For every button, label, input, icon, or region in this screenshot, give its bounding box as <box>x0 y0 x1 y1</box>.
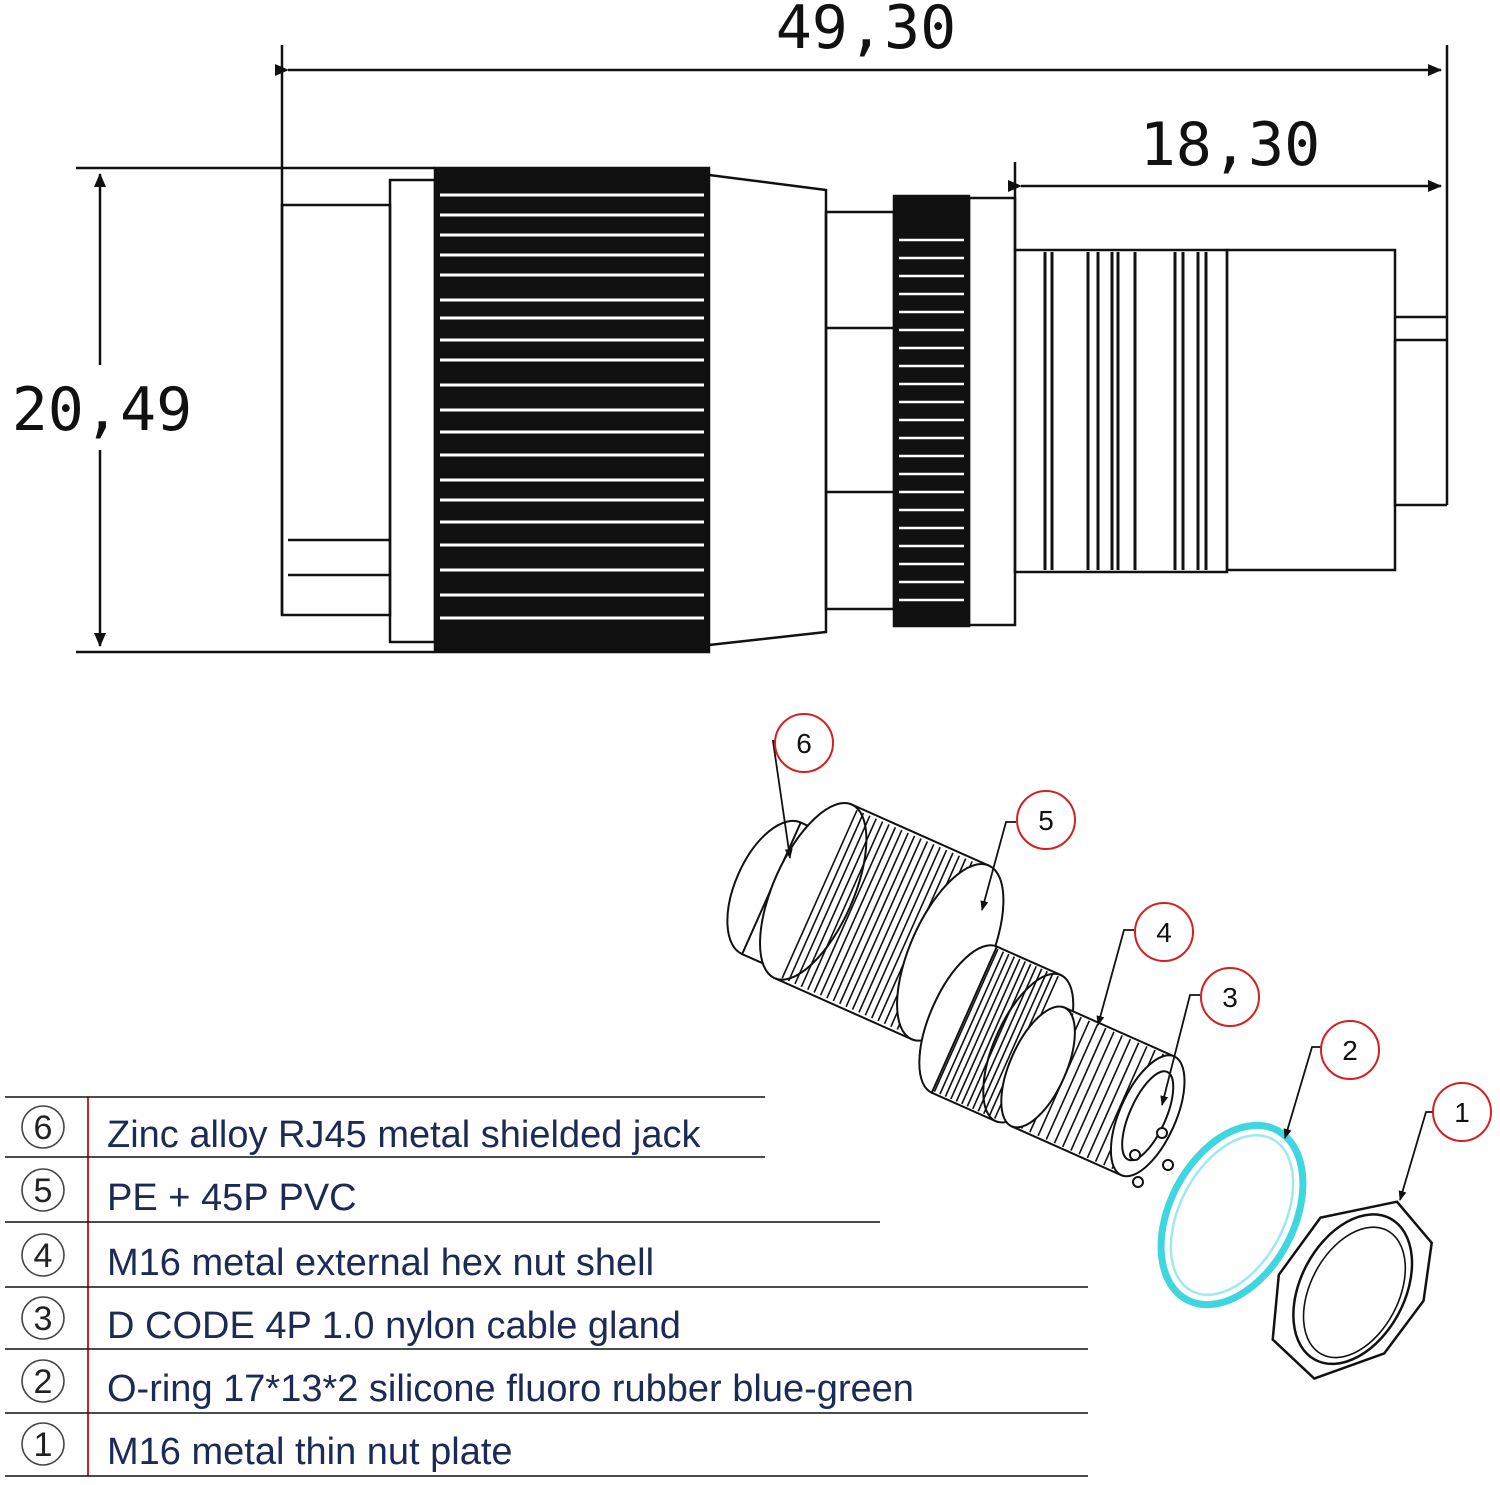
threaded-section <box>1013 248 1229 574</box>
legend-row: 3 D CODE 4P 1.0 nylon cable gland <box>21 1296 681 1347</box>
o-ring <box>1157 1121 1307 1309</box>
callout-2: 2 <box>1320 1020 1380 1080</box>
callout-5: 5 <box>1016 790 1076 850</box>
exploded-view <box>726 802 1434 1381</box>
legend-row: 6 Zinc alloy RJ45 metal shielded jack <box>21 1105 701 1156</box>
side-view <box>76 45 1449 654</box>
legend-number: 2 <box>34 1363 53 1401</box>
legend-number: 5 <box>34 1172 53 1210</box>
tapered-body <box>708 173 828 647</box>
legend-number-circle <box>21 1422 65 1466</box>
pin <box>1129 1149 1141 1161</box>
pin <box>1162 1159 1174 1171</box>
legend-description: D CODE 4P 1.0 nylon cable gland <box>107 1305 681 1347</box>
hex-nut <box>892 194 971 628</box>
dim-height: 20,49 <box>12 375 193 445</box>
callout-label: 2 <box>1342 1035 1358 1066</box>
legend-number-circle <box>21 1168 65 1212</box>
legend-description: PE + 45P PVC <box>107 1177 357 1219</box>
legend-number-circle <box>21 1296 65 1340</box>
legend-number-circle <box>21 1105 65 1149</box>
callout-1: 1 <box>1432 1082 1492 1142</box>
pin <box>1156 1127 1168 1139</box>
callout-label: 4 <box>1156 917 1172 948</box>
legend-row: 5 PE + 45P PVC <box>21 1168 357 1219</box>
legend-description: Zinc alloy RJ45 metal shielded jack <box>107 1114 701 1156</box>
plug-face <box>280 203 392 617</box>
legend-number: 3 <box>34 1300 53 1338</box>
legend-description: M16 metal external hex nut shell <box>107 1242 654 1284</box>
callout-4: 4 <box>1134 902 1194 962</box>
legend-description: M16 metal thin nut plate <box>107 1431 513 1473</box>
legend-number-circle <box>21 1359 65 1403</box>
parts-legend: 6 Zinc alloy RJ45 metal shielded jack 5 PE … <box>5 1096 1088 1477</box>
callout-3: 3 <box>1200 967 1260 1027</box>
legend-number-circle <box>21 1233 65 1277</box>
legend-number: 6 <box>34 1109 53 1147</box>
neck <box>824 210 896 611</box>
flange-plate <box>967 196 1017 627</box>
plug-flange <box>388 178 437 644</box>
callout-label: 6 <box>796 728 812 759</box>
dim-thread-length: 18,30 <box>1140 110 1321 180</box>
legend-row: 4 M16 metal external hex nut shell <box>21 1233 654 1284</box>
callout-label: 3 <box>1222 982 1238 1013</box>
legend-description: O-ring 17*13*2 silicone fluoro rubber bl… <box>107 1368 914 1410</box>
cable <box>1393 315 1447 507</box>
pin <box>1132 1176 1144 1188</box>
legend-row: 1 M16 metal thin nut plate <box>21 1422 513 1473</box>
callout-label: 5 <box>1038 805 1054 836</box>
legend-number: 4 <box>34 1237 53 1275</box>
legend-number: 1 <box>34 1426 53 1464</box>
callout-6: 6 <box>774 713 834 773</box>
gland-body <box>1225 248 1397 572</box>
legend-row: 2 O-ring 17*13*2 silicone fluoro rubber b… <box>21 1359 914 1410</box>
callout-label: 1 <box>1454 1097 1470 1128</box>
dim-overall-length: 49,30 <box>776 0 957 63</box>
